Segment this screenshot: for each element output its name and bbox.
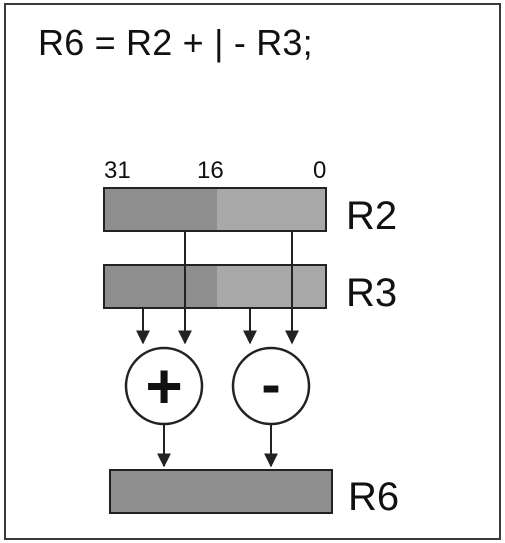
register-r6 — [109, 469, 333, 514]
register-r2 — [103, 187, 327, 232]
bit-label-16: 16 — [197, 157, 224, 184]
r2-lower-half — [217, 188, 326, 231]
register-label-r2: R2 — [346, 194, 397, 238]
register-label-r6: R6 — [348, 475, 399, 519]
r2-upper-half — [104, 188, 217, 231]
subtract-operator: - — [231, 346, 311, 426]
add-operator: + — [124, 346, 204, 426]
register-r3 — [103, 264, 327, 309]
register-label-r3: R3 — [346, 271, 397, 315]
r3-lower-half — [217, 265, 326, 308]
bit-label-0: 0 — [313, 157, 326, 184]
bit-label-31: 31 — [104, 157, 131, 184]
subtract-symbol: - — [261, 352, 280, 417]
r3-upper-half — [104, 265, 217, 308]
add-symbol: + — [145, 350, 182, 422]
equation-title: R6 = R2 + | - R3; — [38, 22, 313, 63]
